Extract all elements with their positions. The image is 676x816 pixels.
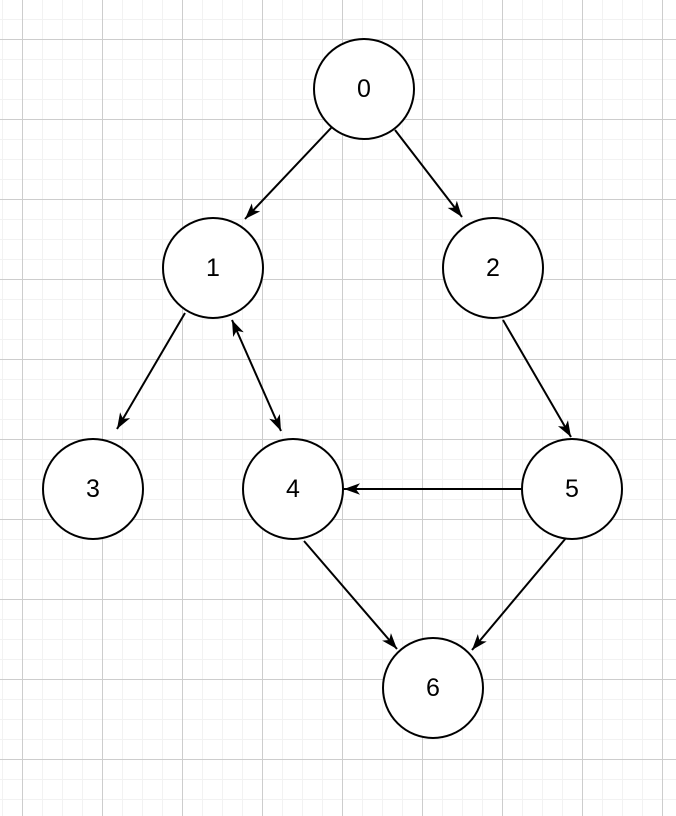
node-circle [313,38,415,140]
node-circle [42,438,144,540]
edge-1-3[interactable] [116,312,186,430]
node-circle [521,438,623,540]
graph-node-0[interactable]: 0 [313,38,415,140]
graph-node-3[interactable]: 3 [42,438,144,540]
node-circle [442,217,544,319]
edge-4-6[interactable] [303,540,398,650]
edge-5-6[interactable] [471,537,567,651]
node-label: 4 [286,475,300,503]
node-label: 6 [426,674,440,702]
edge-1-4[interactable] [231,319,282,432]
graph-node-5[interactable]: 5 [521,438,623,540]
node-label: 3 [86,475,100,503]
graph-node-2[interactable]: 2 [442,217,544,319]
node-circle [382,637,484,739]
nodes-layer: 0 1 2 3 4 5 6 [42,38,623,739]
graph-node-4[interactable]: 4 [242,438,344,540]
node-circle [242,438,344,540]
node-label: 1 [206,254,220,282]
node-label: 0 [357,75,371,103]
node-label: 2 [486,254,500,282]
node-circle [162,217,264,319]
edge-0-1[interactable] [244,126,333,220]
graph-node-1[interactable]: 1 [162,217,264,319]
edge-2-5[interactable] [502,319,572,438]
edge-0-2[interactable] [394,129,463,218]
graph-node-6[interactable]: 6 [382,637,484,739]
edges-layer [116,126,572,651]
node-label: 5 [565,475,579,503]
